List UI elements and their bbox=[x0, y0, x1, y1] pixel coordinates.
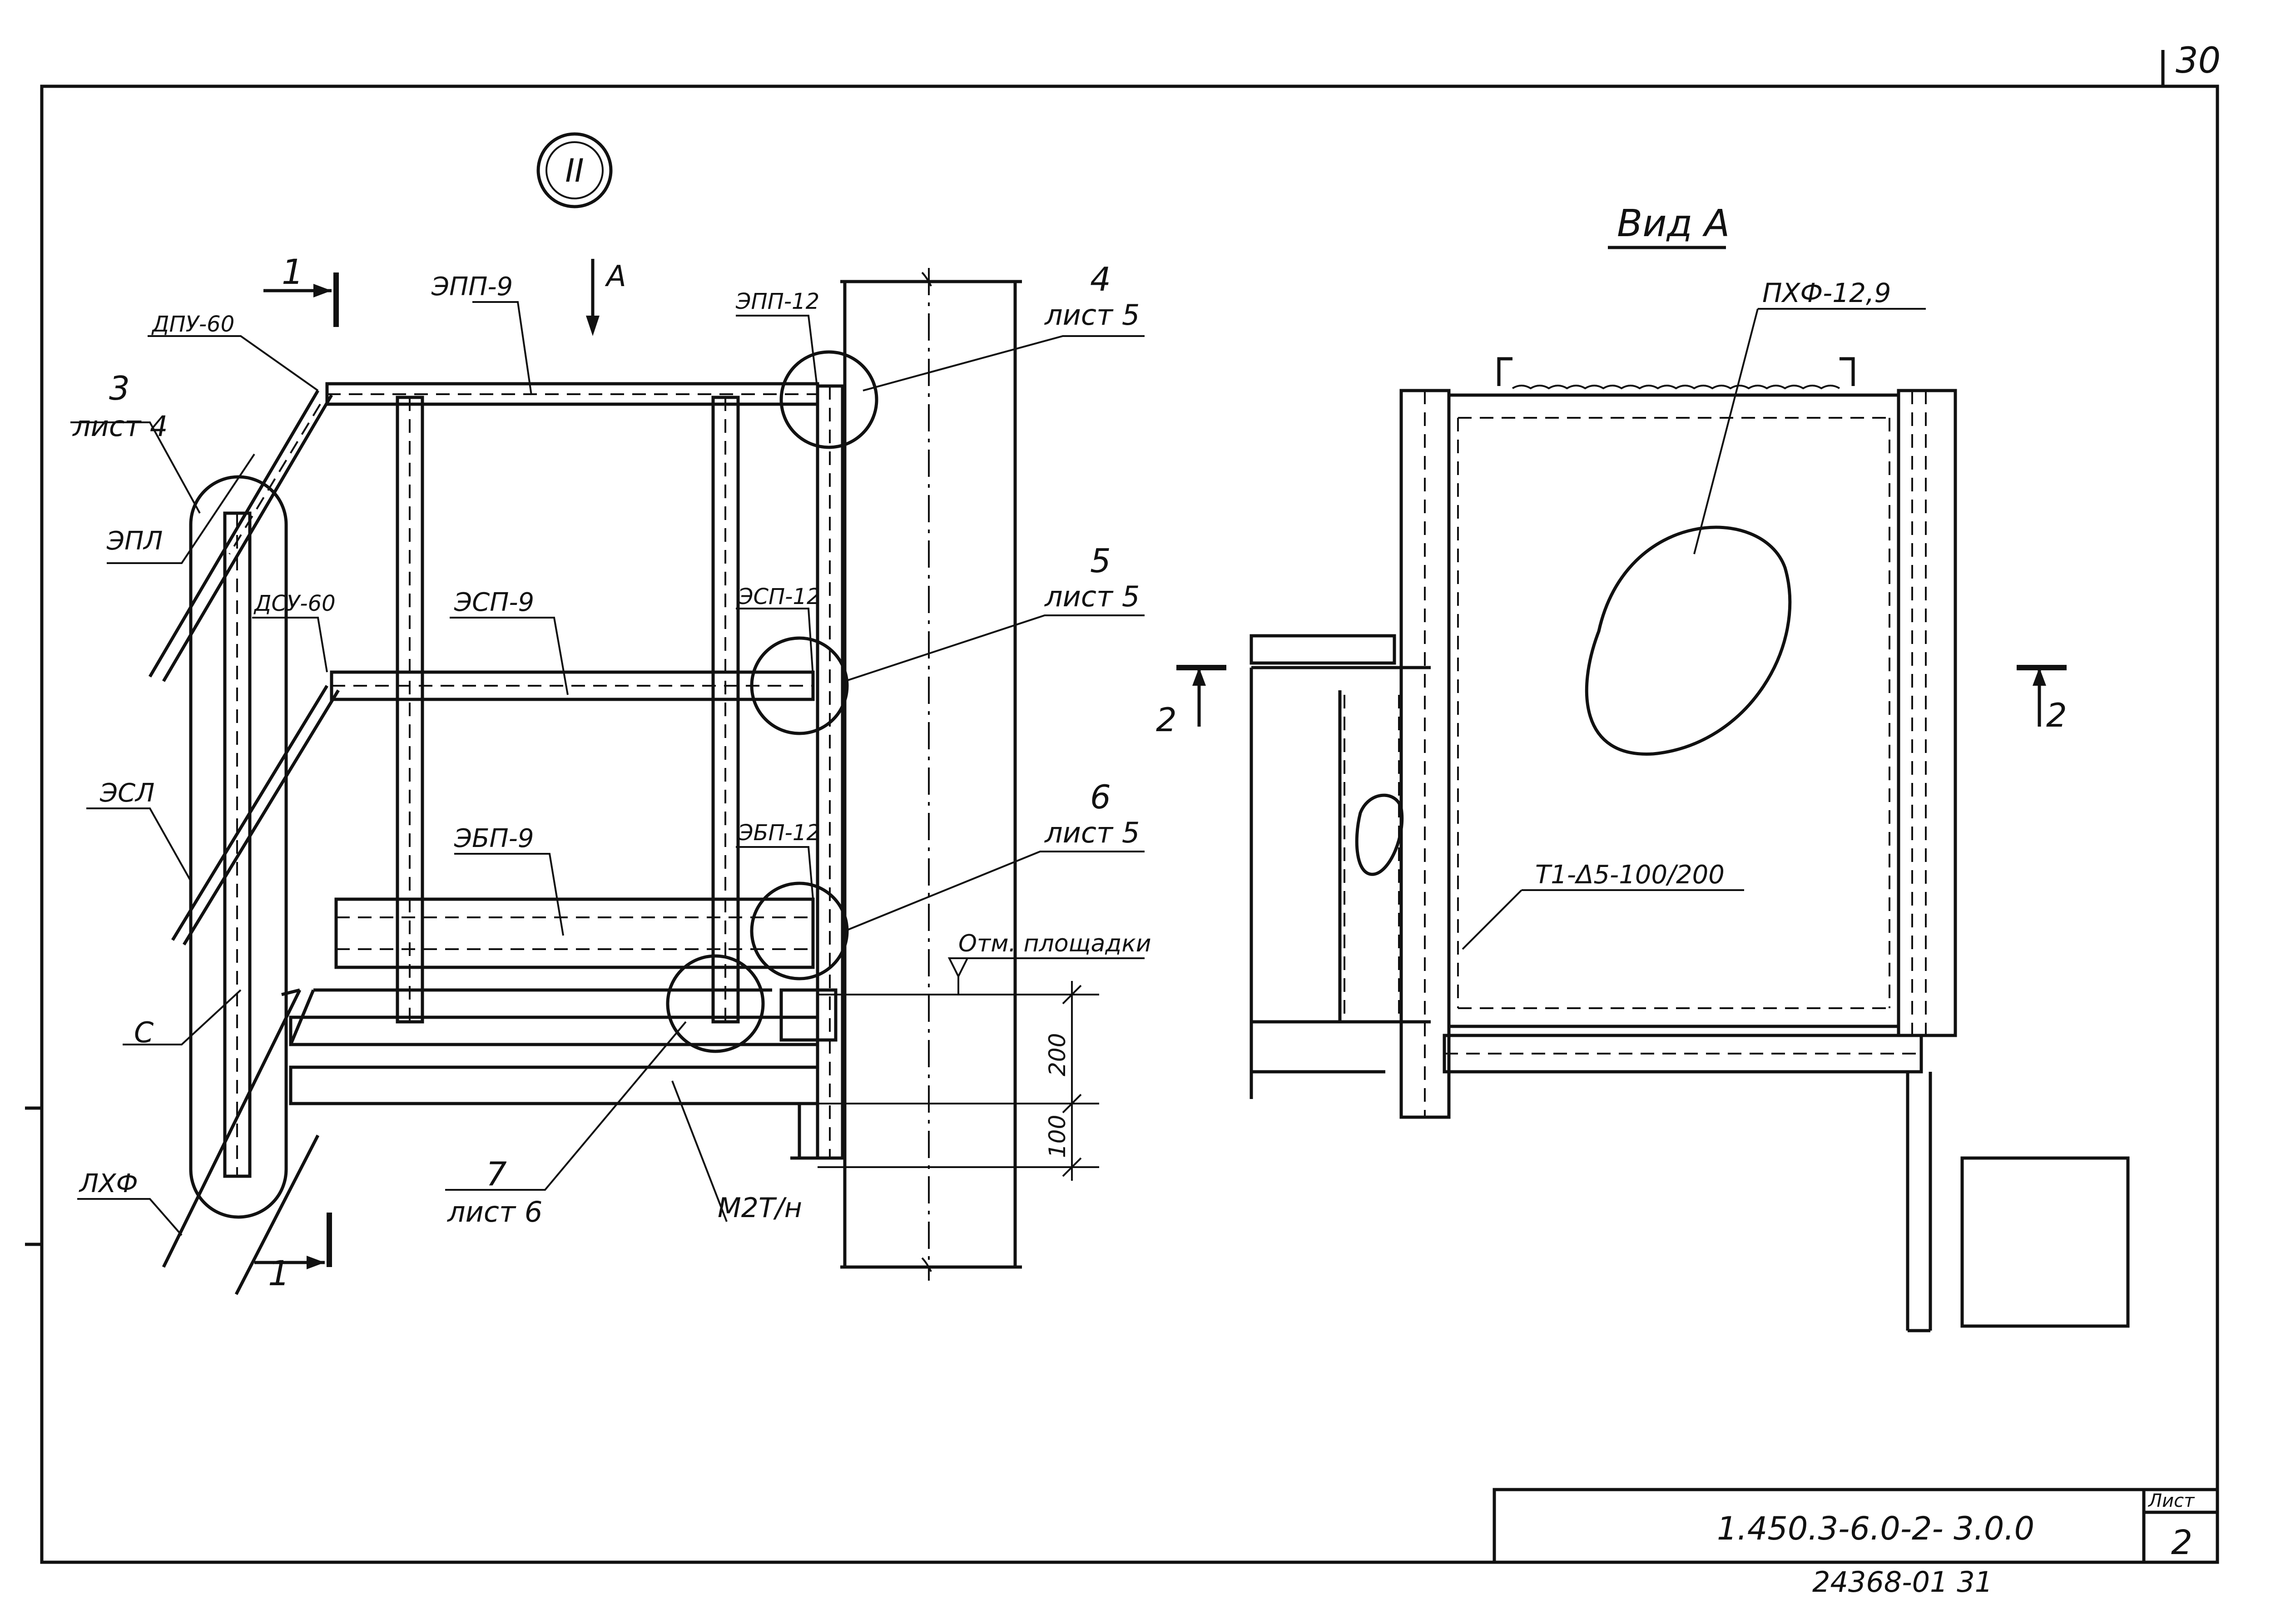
label-m2t: М2Т/н bbox=[718, 1192, 802, 1224]
section-mark-top: 1 bbox=[282, 252, 303, 292]
label-esp-12: ЭСП-12 bbox=[738, 584, 821, 609]
label-pxf-12-9: ПХФ-12,9 bbox=[1762, 277, 1891, 308]
title-block bbox=[1493, 1488, 2219, 1564]
label-epp-12: ЭПП-12 bbox=[735, 289, 819, 314]
label-ref3-number: 3 bbox=[109, 369, 130, 407]
sheet-label: Лист bbox=[2147, 1490, 2195, 1511]
document-code: 1.450.3-6.0-2- 3.0.0 bbox=[1717, 1510, 2034, 1547]
right-view-geometry bbox=[1176, 246, 2130, 1332]
sheet-number: 2 bbox=[2171, 1523, 2192, 1562]
label-ref6-number: 6 bbox=[1090, 778, 1111, 816]
archive-number: 24368-01 31 bbox=[1812, 1565, 1993, 1599]
label-dsu-60: ДСУ-60 bbox=[253, 591, 336, 616]
section-mark-bottom: 1 bbox=[268, 1253, 290, 1293]
label-esp-9: ЭСП-9 bbox=[454, 588, 534, 617]
left-view-geometry bbox=[70, 259, 1145, 1295]
node-marker-label: II bbox=[565, 152, 584, 189]
section-mark-2-right: 2 bbox=[2046, 696, 2067, 734]
label-ebp-12: ЭБП-12 bbox=[738, 820, 820, 846]
label-ref7-number: 7 bbox=[486, 1155, 507, 1193]
view-arrow-label: А bbox=[605, 260, 626, 293]
label-ebp-9: ЭБП-9 bbox=[454, 824, 534, 853]
label-ref5-number: 5 bbox=[1090, 542, 1111, 580]
node-marker bbox=[536, 132, 613, 208]
dim-100: 100 bbox=[1044, 1115, 1071, 1158]
label-ref4-number: 4 bbox=[1090, 260, 1111, 298]
label-weld-t1: Т1-Δ5-100/200 bbox=[1535, 860, 1725, 890]
label-c: С bbox=[134, 1016, 154, 1049]
label-platform-level: Отм. площадки bbox=[958, 930, 1151, 957]
label-dpu-60: ДПУ-60 bbox=[151, 312, 234, 337]
label-ref3-sheet: лист 4 bbox=[72, 410, 168, 443]
section-mark-2-left: 2 bbox=[1156, 701, 1177, 739]
label-esl: ЭСЛ bbox=[99, 778, 154, 808]
label-ref6-sheet: лист 5 bbox=[1044, 816, 1140, 849]
label-ref7-sheet: лист 6 bbox=[447, 1195, 542, 1228]
drawing-frame bbox=[25, 50, 2219, 1564]
label-ref4-sheet: лист 5 bbox=[1044, 298, 1140, 332]
label-ref5-sheet: лист 5 bbox=[1044, 580, 1140, 613]
label-epl: ЭПЛ bbox=[106, 526, 163, 556]
label-epp-9: ЭПП-9 bbox=[431, 272, 513, 302]
page-number: 30 bbox=[2176, 40, 2221, 81]
view-a-title: Вид А bbox=[1617, 202, 1730, 245]
label-lhf: ЛХФ bbox=[79, 1169, 138, 1198]
dim-200: 200 bbox=[1044, 1033, 1071, 1076]
